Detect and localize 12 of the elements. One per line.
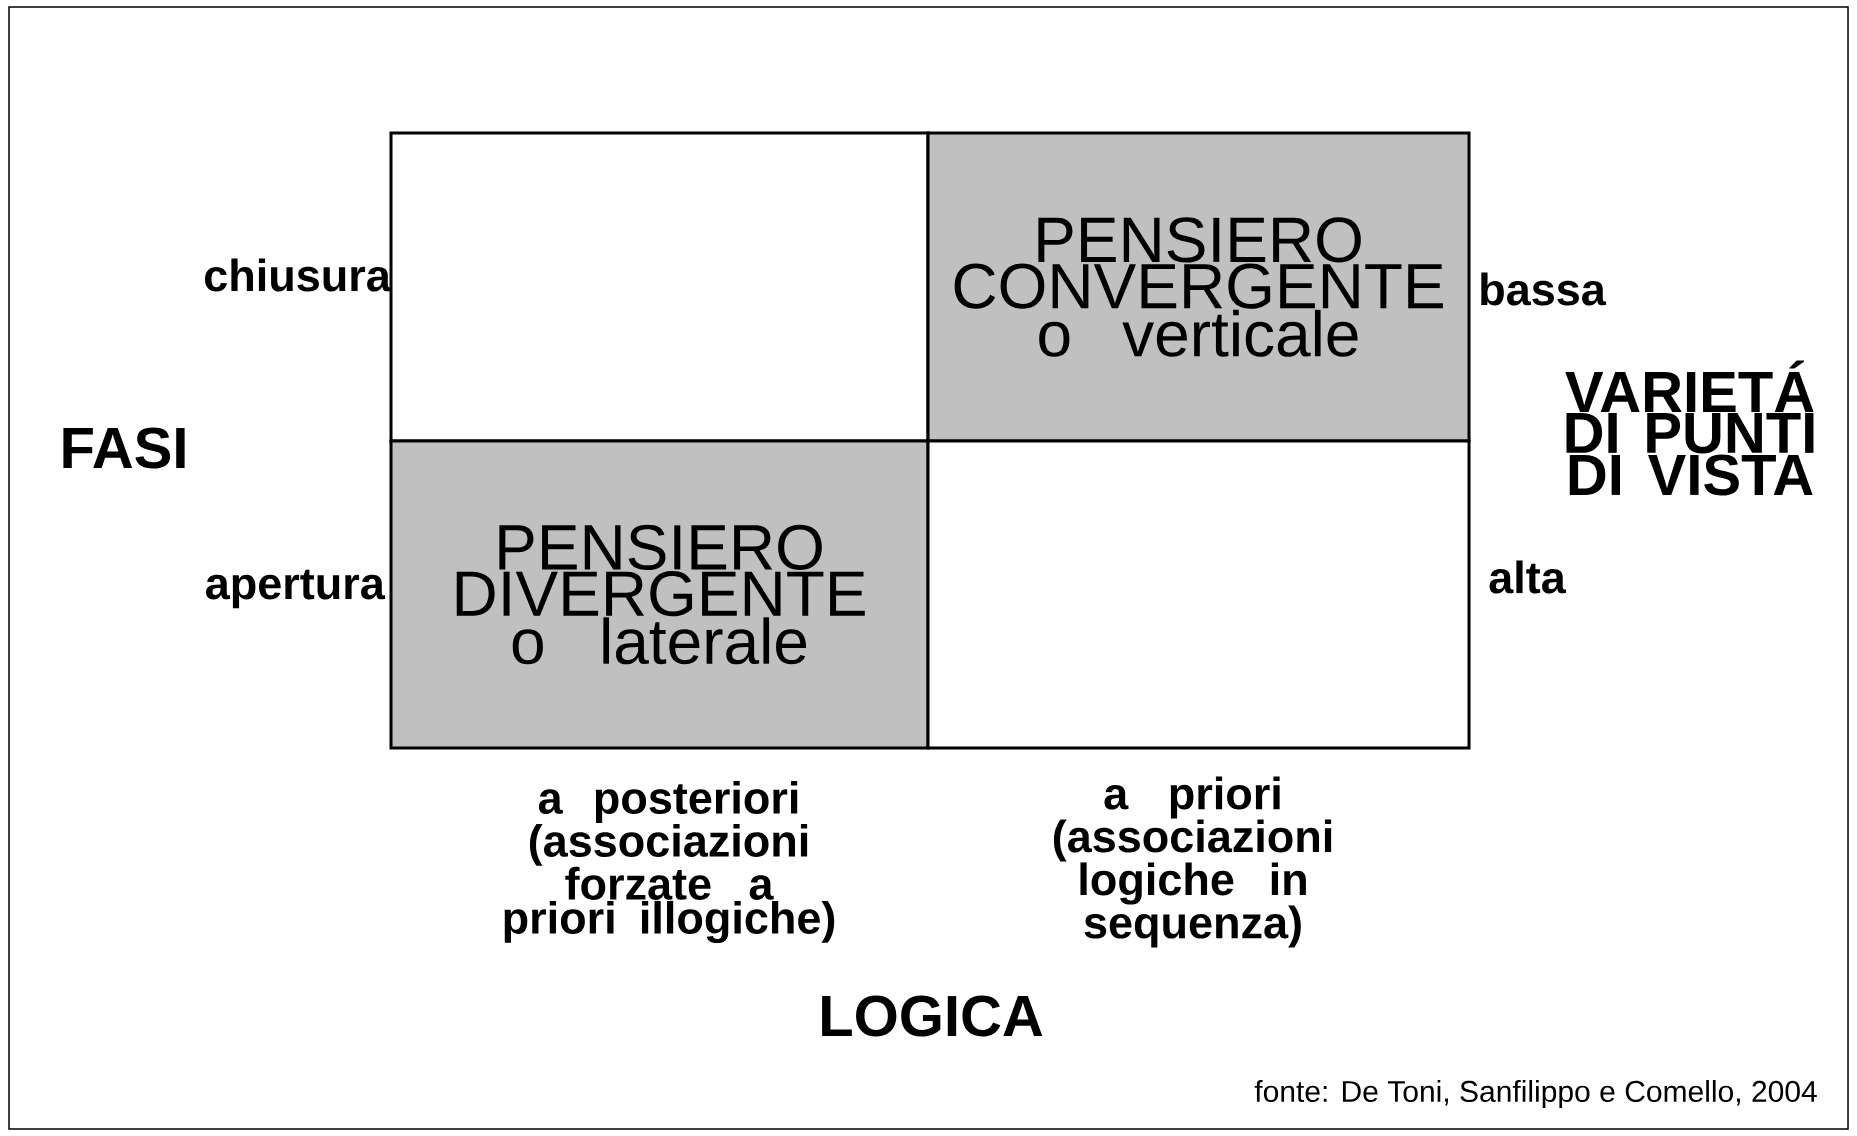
- quadrant-cell: PENSIERO DIVERGENTE o laterale: [389, 439, 930, 750]
- axis-title: FASI: [63, 427, 185, 469]
- quadrant-cell: [389, 131, 930, 443]
- axis-title: VARIETÁ DI PUNTI DI VISTA: [1565, 360, 1814, 496]
- axis-label: a priori (associazioni logiche in sequenza): [1053, 776, 1332, 948]
- quadrant-cell: [926, 439, 1471, 750]
- source-note: fonte: De Toni, Sanfilippo e Comello, 2004: [1254, 1080, 1817, 1108]
- axis-label: apertura: [206, 569, 386, 609]
- axis-title: LOGICA: [822, 995, 1043, 1037]
- quadrant-cell: PENSIERO CONVERGENTE o verticale: [926, 131, 1471, 443]
- axis-label: alta: [1489, 560, 1567, 594]
- axis-label: a posteriori (associazioni forzate a priori illogiche): [504, 780, 835, 944]
